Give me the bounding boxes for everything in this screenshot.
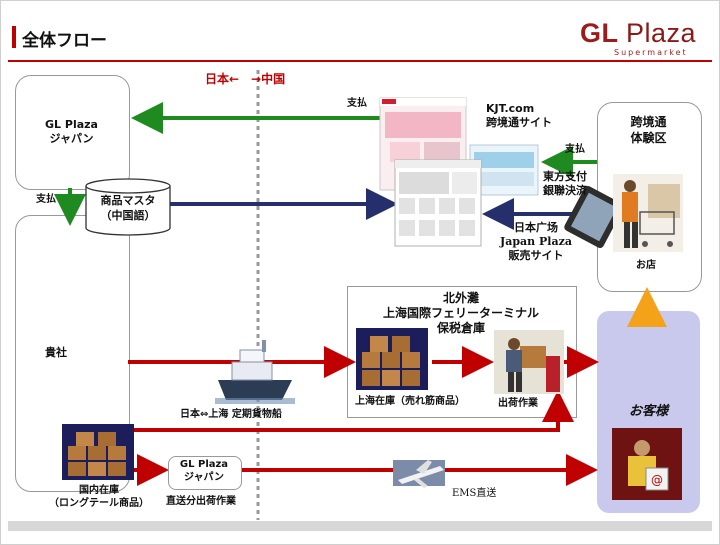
tablet-icon bbox=[564, 186, 624, 248]
japan-plaza-website-screenshot bbox=[394, 159, 482, 247]
shipping-worker-photo bbox=[494, 330, 564, 394]
border-label: 日本← →中国 bbox=[205, 72, 286, 86]
cargo-ship-icon bbox=[215, 340, 295, 404]
page-title: 全体フロー bbox=[22, 31, 107, 51]
gl-plaza-japan-box bbox=[15, 75, 130, 190]
domestic-to-shipping-arrow bbox=[132, 390, 574, 432]
domestic-stock-label: 国内在庫 （ロングテール商品） bbox=[49, 485, 149, 509]
ems-label: EMS直送 bbox=[452, 488, 497, 499]
gl-plaza-small-label: GL Plaza ジャパン bbox=[179, 459, 229, 483]
payment-label: 東方支付 銀聯決済 bbox=[543, 170, 587, 197]
store-label: お店 bbox=[636, 260, 656, 271]
gl-plaza-small-box bbox=[168, 456, 242, 490]
logo-gl: GL bbox=[580, 18, 619, 48]
shanghai-stock-label: 上海在庫（売れ筋商品） bbox=[355, 396, 465, 407]
ship-label: 日本⇔上海 定期貨物船 bbox=[180, 409, 282, 420]
logo-plaza: Plaza bbox=[626, 18, 697, 48]
shipping-work-label: 出荷作業 bbox=[498, 398, 538, 409]
pay-label-left: 支払 bbox=[36, 194, 56, 205]
svg-text:@: @ bbox=[651, 473, 663, 487]
footer-bar bbox=[8, 521, 712, 531]
japan-plaza-site-label: 日本广场 Japan Plaza 販売サイト bbox=[500, 221, 572, 262]
master-label: 商品マスタ （中国語） bbox=[100, 194, 156, 222]
domestic-stock-photo bbox=[62, 424, 134, 480]
shopper-photo bbox=[613, 174, 683, 252]
shanghai-stock-photo bbox=[356, 328, 428, 390]
kjt-site-label: KJT.com 跨境通サイト bbox=[486, 102, 552, 129]
title-accent-bar bbox=[12, 26, 16, 48]
master-database-icon bbox=[85, 178, 171, 236]
pay-label-right: 支払 bbox=[565, 144, 585, 155]
warehouse-title: 北外灘 上海国際フェリーターミナル 保税倉庫 bbox=[382, 291, 539, 335]
gl-plaza-logo: GL Plaza Supermarket bbox=[580, 18, 705, 58]
direct-ship-label: 直送分出荷作業 bbox=[166, 496, 236, 507]
pay-label-top: 支払 bbox=[347, 98, 367, 109]
company-label: 貴社 bbox=[45, 346, 67, 359]
airplane-icon bbox=[393, 460, 445, 488]
customer-photo: @ bbox=[612, 428, 682, 500]
header-divider bbox=[8, 60, 712, 62]
customer-label: お客様 bbox=[628, 404, 668, 419]
gl-plaza-japan-label: GL Plaza ジャパン bbox=[45, 118, 98, 145]
logo-subtitle: Supermarket bbox=[614, 48, 688, 57]
experience-title: 跨境通 体験区 bbox=[630, 115, 667, 145]
